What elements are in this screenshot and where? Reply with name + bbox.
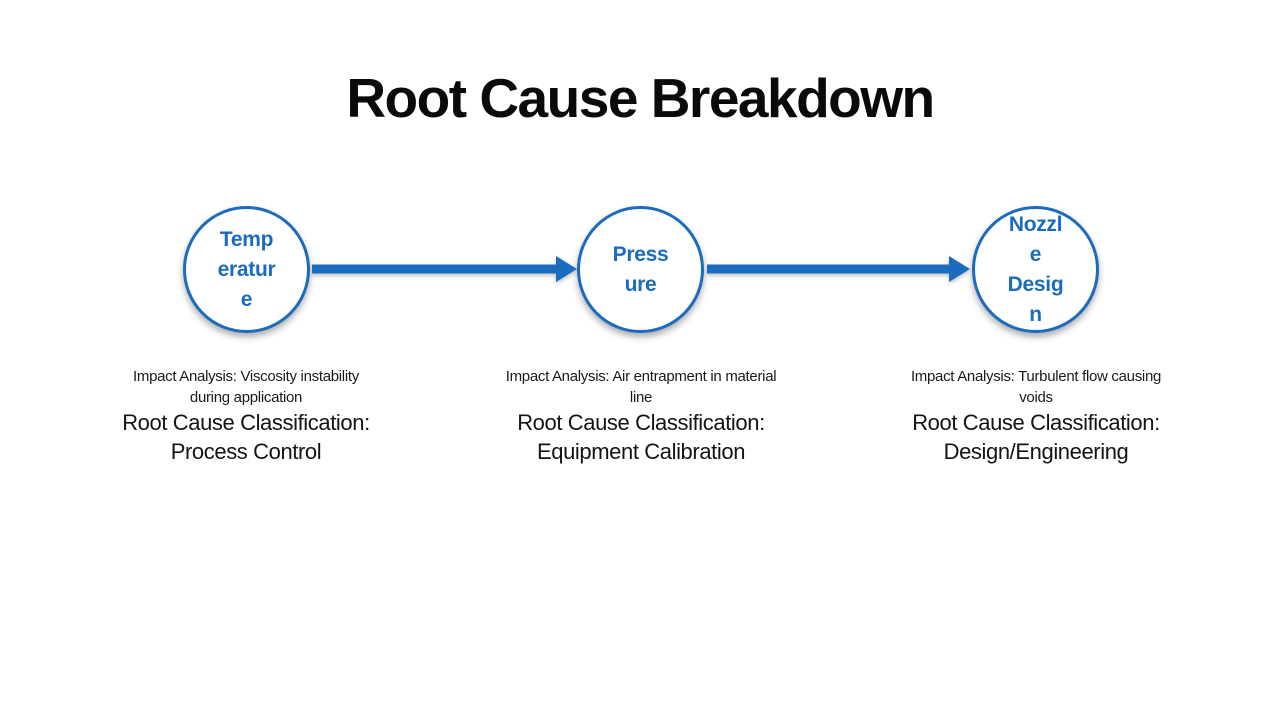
node-label-nozzle-design: Nozzl e Desig n bbox=[1007, 212, 1064, 326]
process-node-nozzle-design: Nozzl e Desig n bbox=[972, 206, 1099, 333]
classification-value: Process Control bbox=[170, 439, 322, 464]
caption-nozzle-design: Impact Analysis: Turbulent flow causing … bbox=[870, 366, 1202, 466]
impact-analysis-text: Impact Analysis: Air entrapment in mater… bbox=[505, 368, 777, 406]
node-label-temperature: Temp eratur e bbox=[217, 227, 276, 311]
classification-value: Equipment Calibration bbox=[536, 439, 746, 464]
arrow-right-icon bbox=[707, 256, 970, 282]
node-label-pressure: Press ure bbox=[612, 242, 669, 296]
impact-analysis-text: Impact Analysis: Turbulent flow causing … bbox=[910, 368, 1162, 406]
process-node-temperature: Temp eratur e bbox=[183, 206, 310, 333]
caption-temperature: Impact Analysis: Viscosity instability d… bbox=[80, 366, 412, 466]
classification-value: Design/Engineering bbox=[943, 439, 1129, 464]
page-title: Root Cause Breakdown bbox=[346, 67, 935, 129]
arrow-right-icon bbox=[312, 256, 577, 282]
classification-heading: Root Cause Classification: bbox=[912, 410, 1160, 435]
impact-analysis-text: Impact Analysis: Viscosity instability d… bbox=[133, 368, 359, 406]
classification-heading: Root Cause Classification: bbox=[517, 410, 765, 435]
classification-heading: Root Cause Classification: bbox=[122, 410, 370, 435]
process-node-pressure: Press ure bbox=[577, 206, 704, 333]
caption-pressure: Impact Analysis: Air entrapment in mater… bbox=[475, 366, 807, 466]
